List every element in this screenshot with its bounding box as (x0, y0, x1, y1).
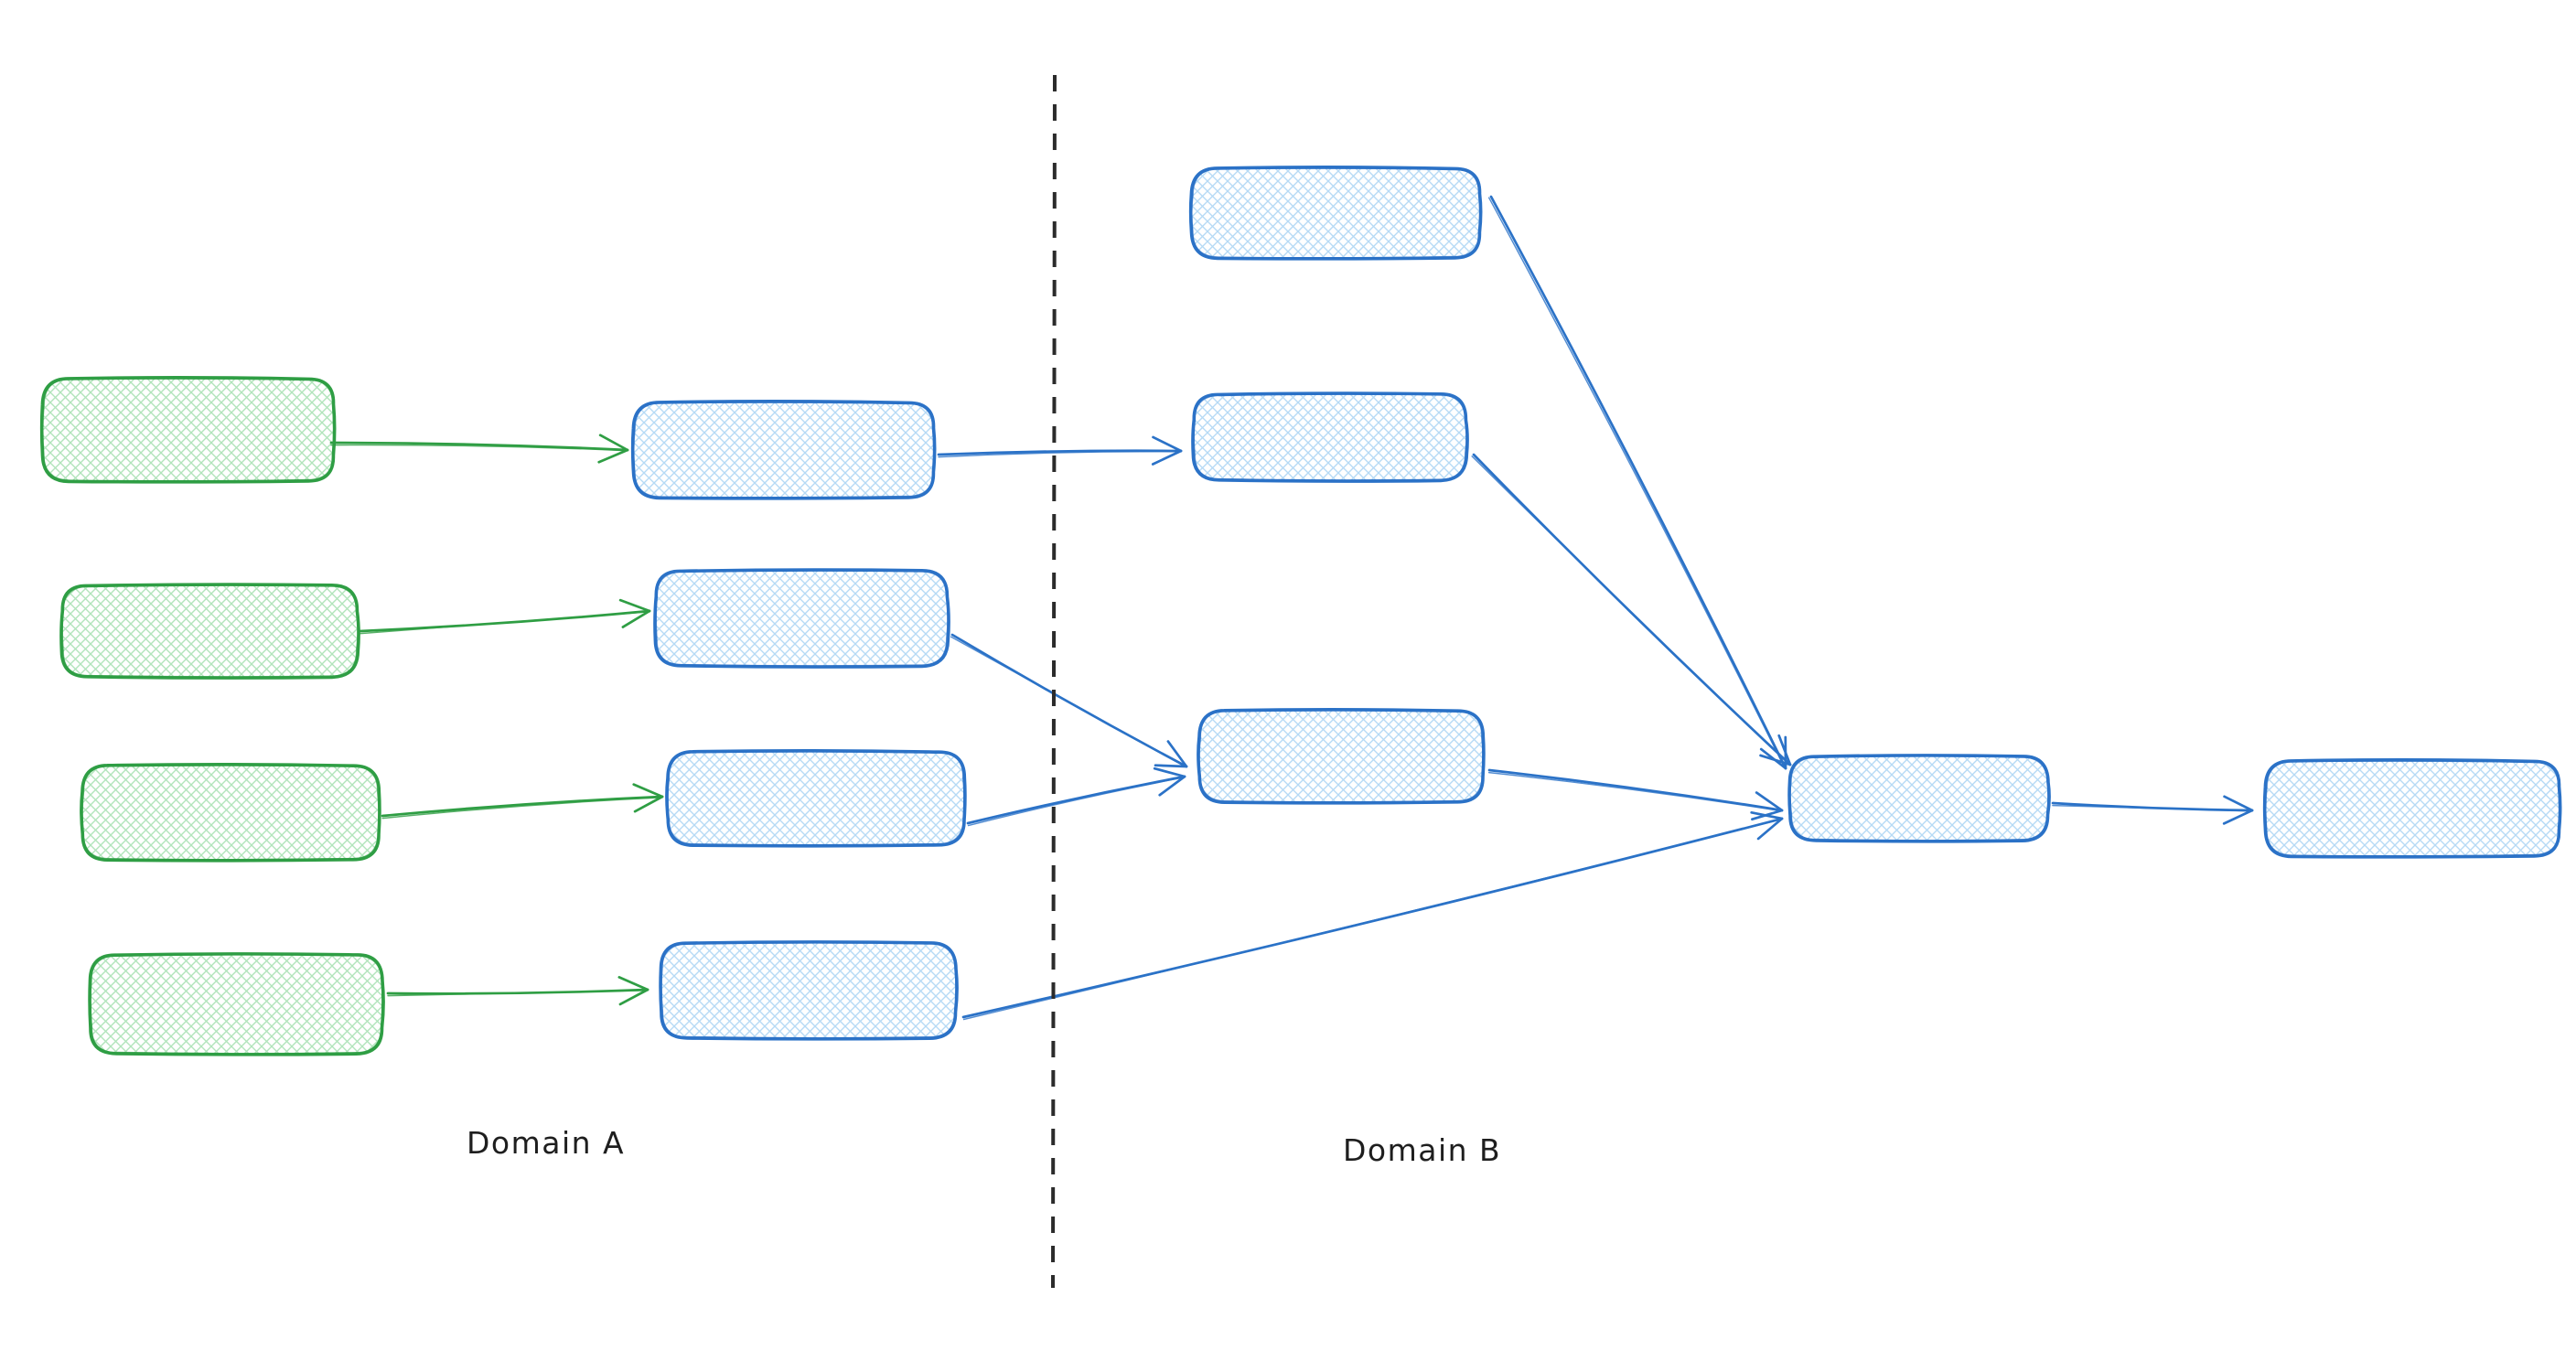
arrow-a-src-2-to-a-mid-2 (359, 598, 651, 635)
node-b-mid (1197, 707, 1486, 805)
node-b-in-2 (1191, 391, 1469, 483)
node-b-out (2262, 758, 2562, 859)
arrow-b-in-1-to-b-merge (1487, 195, 1787, 770)
node-a-src-2 (59, 583, 360, 680)
arrow-b-merge-to-b-out (2051, 795, 2254, 825)
node-a-src-3 (80, 762, 381, 863)
domain-b-label: Domain B (1343, 1132, 1502, 1168)
node-b-in-1 (1188, 166, 1483, 261)
node-a-src-1 (39, 376, 337, 484)
arrow-a-mid-1-to-b-in-2 (937, 435, 1183, 466)
node-a-src-4 (88, 952, 385, 1056)
arrow-a-src-3-to-a-mid-3 (381, 783, 664, 820)
node-a-mid-1 (630, 400, 937, 500)
arrow-a-src-1-to-a-mid-1 (329, 434, 629, 464)
arrow-a-mid-2-to-b-mid (950, 633, 1188, 768)
node-a-mid-2 (653, 568, 950, 669)
node-a-mid-3 (665, 748, 967, 848)
arrow-a-mid-4-to-b-merge (961, 810, 1784, 1021)
domain-divider-line (1051, 74, 1057, 1289)
arrow-b-in-2-to-b-merge (1471, 453, 1792, 766)
node-a-mid-4 (659, 940, 959, 1041)
arrow-a-src-4-to-a-mid-4 (386, 976, 649, 1006)
arrow-b-mid-to-b-merge (1487, 768, 1784, 821)
node-b-merge (1787, 754, 2051, 843)
arrow-a-mid-3-to-b-mid (966, 766, 1186, 827)
domain-a-label: Domain A (467, 1125, 626, 1161)
